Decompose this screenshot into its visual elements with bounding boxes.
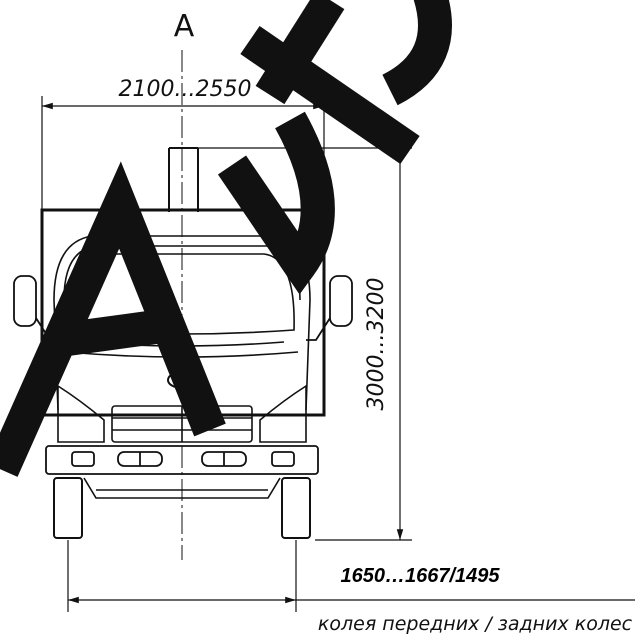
width-dimension-label: 2100...2550 [119, 77, 252, 102]
mirror-right [306, 275, 353, 341]
bumper [45, 445, 319, 475]
wheel-right [281, 477, 311, 539]
view-label: A [174, 9, 195, 44]
track-dimension-label: 1650…1667/1495 [340, 565, 500, 587]
watermark [0, 0, 452, 477]
width-dimension [41, 96, 325, 215]
front-axle [83, 477, 281, 499]
wheel-left [53, 477, 83, 539]
height-dimension-label: 3000...3200 [364, 278, 389, 411]
track-dimension [67, 540, 635, 612]
exhaust-stack [168, 147, 199, 212]
cargo-box [40, 208, 326, 417]
track-caption: колея передних / задних колес [318, 613, 633, 635]
